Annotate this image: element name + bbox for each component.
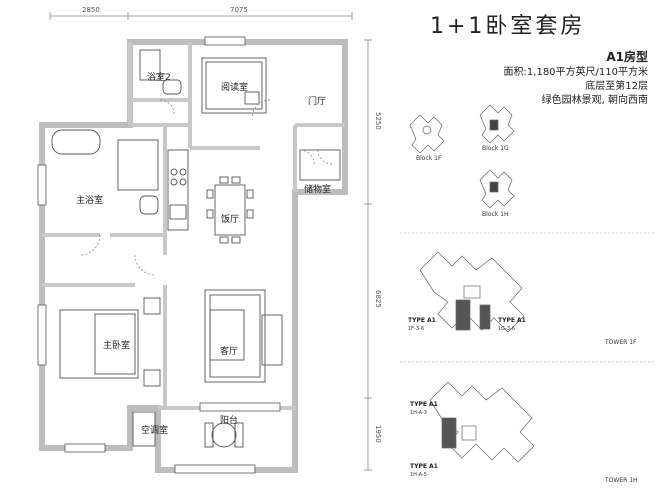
dim-right-2: 6825: [374, 290, 382, 308]
label-type-a1-1h-b-sub: 1H-A-5: [410, 472, 427, 478]
label-tower-1f: TOWER 1F: [604, 339, 637, 346]
key-plans: Block 1F Block 1G Block 1H TYPE A1 1F-3-…: [400, 104, 655, 484]
room-master-bath: 主浴室: [76, 194, 103, 206]
tower-1h-plan: [429, 381, 535, 463]
dim-right-3: 1950: [374, 425, 382, 443]
interior-walls: [42, 42, 345, 410]
room-dining: 饭厅: [221, 213, 239, 225]
room-foyer: 门厅: [308, 95, 326, 107]
room-balcony: 阳台: [220, 414, 238, 426]
floor-plan: 2850 7075 5250 6825 1950 浴室2 阅读室 门厅 储物室 …: [37, 6, 382, 474]
block-1f-plan: [409, 114, 445, 154]
room-master-bed: 主卧室: [103, 339, 130, 351]
label-type-a1-1g: TYPE A1: [498, 317, 526, 324]
label-type-a1-1h-a: TYPE A1: [410, 401, 438, 408]
room-storage: 储物室: [304, 183, 331, 195]
room-labels: 浴室2 阅读室 门厅 储物室 主浴室 饭厅 主卧室 客厅 阳台 空调室: [76, 71, 331, 436]
label-type-a1-1f: TYPE A1: [408, 317, 436, 324]
block-1g-plan: [479, 104, 515, 144]
room-ac: 空调室: [141, 424, 168, 436]
room-living: 客厅: [220, 345, 238, 357]
dim-top-left: 2850: [82, 6, 100, 14]
door-arcs: [79, 99, 333, 276]
label-block-1g: Block 1G: [482, 145, 509, 152]
windows: [37, 36, 281, 474]
room-bath2: 浴室2: [147, 71, 171, 83]
unit-view: 绿色园林景观, 朝向西南: [541, 95, 648, 106]
label-tower-1h: TOWER 1H: [604, 477, 638, 484]
room-study: 阅读室: [221, 81, 248, 93]
unit-area: 面积:1,180平方英尺/110平方米: [503, 67, 648, 78]
dim-right-1: 5250: [374, 112, 382, 130]
label-type-a1-1h-a-sub: 1H-A-3: [410, 410, 427, 416]
label-block-1f: Block 1F: [416, 155, 442, 162]
unit-type: A1房型: [606, 50, 648, 64]
dimension-lines: [49, 12, 372, 471]
dim-top-right: 7075: [230, 6, 248, 14]
label-type-a1-1h-b: TYPE A1: [410, 463, 438, 470]
tower-1f-plan: [419, 251, 525, 333]
page-title: 1+1卧室套房: [430, 14, 586, 39]
label-type-a1-1g-sub: 1G-3-6: [498, 326, 515, 332]
label-type-a1-1f-sub: 1F-3-6: [408, 326, 424, 332]
fixtures: [51, 49, 341, 448]
block-1h-plan: [479, 169, 515, 209]
walls: [39, 39, 348, 473]
label-block-1h: Block 1H: [482, 211, 508, 218]
unit-floors: 底层至第12层: [585, 81, 648, 92]
